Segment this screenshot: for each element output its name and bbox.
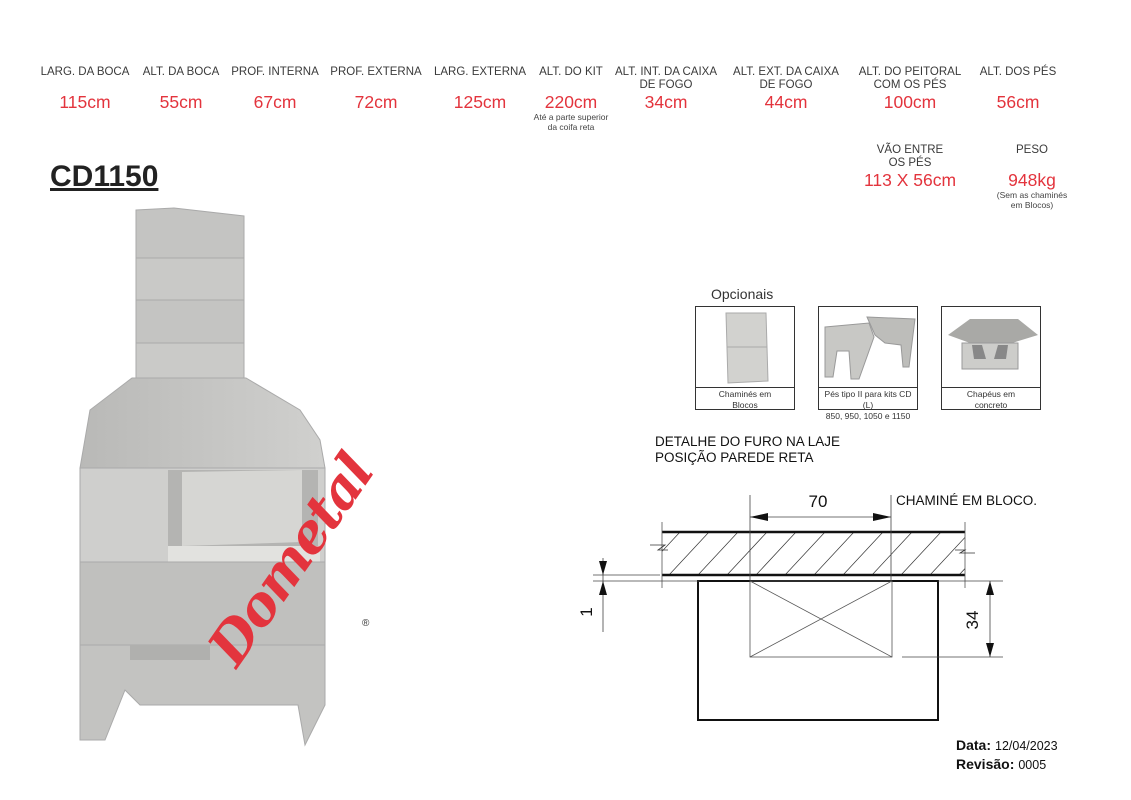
hatch-line [842, 532, 884, 575]
spec-label: ALT. DO PEITORAL [858, 66, 962, 78]
hatch-line [784, 532, 826, 575]
spec-note: da coifa reta [547, 122, 595, 132]
spec-peso: PESO 948kg (Sem as chaminés em Blocos) [997, 144, 1067, 210]
spec-larg-boca: LARG. DA BOCA 115cm [41, 66, 130, 112]
hatch-line [988, 532, 1028, 575]
spec-label: PROF. INTERNA [231, 66, 319, 78]
spec-label: LARG. DA BOCA [40, 66, 130, 78]
detail-title: DETALHE DO FURO NA LAJE POSIÇÃO PAREDE R… [655, 434, 841, 465]
chimney-block-image [696, 307, 794, 388]
spec-value: 72cm [354, 92, 398, 112]
spec-label: LARG. EXTERNA [433, 66, 527, 78]
grill-illustration [79, 207, 326, 747]
revision-value: 0005 [1018, 758, 1047, 772]
spec-alt-ext-caixa: ALT. EXT. DA CAIXA DE FOGO 44cm [733, 66, 839, 112]
hatch-line [871, 532, 913, 575]
spec-prof-externa: PROF. EXTERNA 72cm [330, 66, 421, 112]
spec-value: 115cm [59, 92, 111, 112]
spec-alt-pes: ALT. DOS PÉS 56cm [980, 66, 1056, 112]
hatch-line [929, 536, 965, 575]
hatch-line [900, 532, 942, 575]
spec-value: 44cm [764, 92, 808, 112]
optional-feet: Pés tipo II para kits CD (L)850, 950, 10… [818, 306, 918, 421]
spec-prof-interna: PROF. INTERNA 67cm [231, 66, 319, 112]
spec-value: 220cm [544, 92, 598, 112]
date-value: 12/04/2023 [995, 739, 1058, 753]
spec-label: OS PÉS [888, 157, 932, 169]
spec-label: ALT. DO KIT [539, 66, 603, 78]
spec-value: 948kg [1008, 170, 1056, 190]
spec-alt-int-caixa: ALT. INT. DA CAIXA DE FOGO 34cm [615, 66, 717, 112]
spec-label: PESO [1016, 144, 1048, 156]
caption: Pés tipo II para kits CD (L)850, 950, 10… [824, 389, 912, 421]
revision-line: Revisão:0005 [956, 756, 1047, 772]
slab-hatch [662, 532, 1028, 575]
spec-label: VÃO ENTRE [876, 144, 944, 156]
spec-label: DE FOGO [759, 79, 813, 91]
spec-label: COM OS PÉS [873, 79, 947, 91]
spec-label: DE FOGO [639, 79, 693, 91]
spec-value: 67cm [253, 92, 297, 112]
model-title: CD1150 [50, 160, 159, 193]
spec-label: ALT. DOS PÉS [979, 66, 1057, 78]
spec-note: (Sem as chaminés [996, 190, 1068, 200]
hatch-line [697, 532, 739, 575]
hatch-line [662, 532, 681, 552]
spec-value: 56cm [996, 92, 1040, 112]
hatch-line [755, 532, 797, 575]
spec-vao-pes: VÃO ENTRE OS PÉS 113 X 56cm [864, 144, 956, 190]
concrete-cap-image [942, 307, 1040, 388]
spec-label: ALT. DA BOCA [142, 66, 220, 78]
feet-image [819, 307, 917, 388]
chimney-hole [749, 580, 893, 658]
spec-value: 55cm [159, 92, 203, 112]
spec-larg-externa: LARG. EXTERNA 125cm [434, 66, 526, 112]
spec-value: 34cm [644, 92, 688, 112]
registered-mark: ® [362, 618, 370, 629]
spec-note: em Blocos) [1010, 200, 1054, 210]
dim-gap-label: 1 [577, 607, 596, 616]
optionals-title: Opcionais [711, 286, 774, 302]
spec-label: ALT. EXT. DA CAIXA [733, 66, 839, 78]
dim-height-label: 34 [963, 611, 982, 630]
spec-alt-boca: ALT. DA BOCA 55cm [143, 66, 219, 112]
spec-alt-kit: ALT. DO KIT 220cm Até a parte superior d… [534, 66, 609, 132]
spec-value: 113 X 56cm [863, 170, 957, 190]
hatch-line [726, 532, 768, 575]
spec-label: ALT. INT. DA CAIXA [614, 66, 718, 78]
dim-width-label: 70 [809, 492, 828, 511]
spec-alt-peitoral: ALT. DO PEITORAL COM OS PÉS 100cm [859, 66, 961, 112]
spec-value: 125cm [453, 92, 507, 112]
hatch-line [668, 532, 710, 575]
spec-value: 100cm [883, 92, 937, 112]
chimney-label: CHAMINÉ EM BLOCO. [896, 493, 1037, 508]
hatch-line [813, 532, 855, 575]
date-line: Data:12/04/2023 [956, 737, 1058, 753]
spec-label: PROF. EXTERNA [330, 66, 422, 78]
spec-note: Até a parte superior [533, 112, 609, 122]
